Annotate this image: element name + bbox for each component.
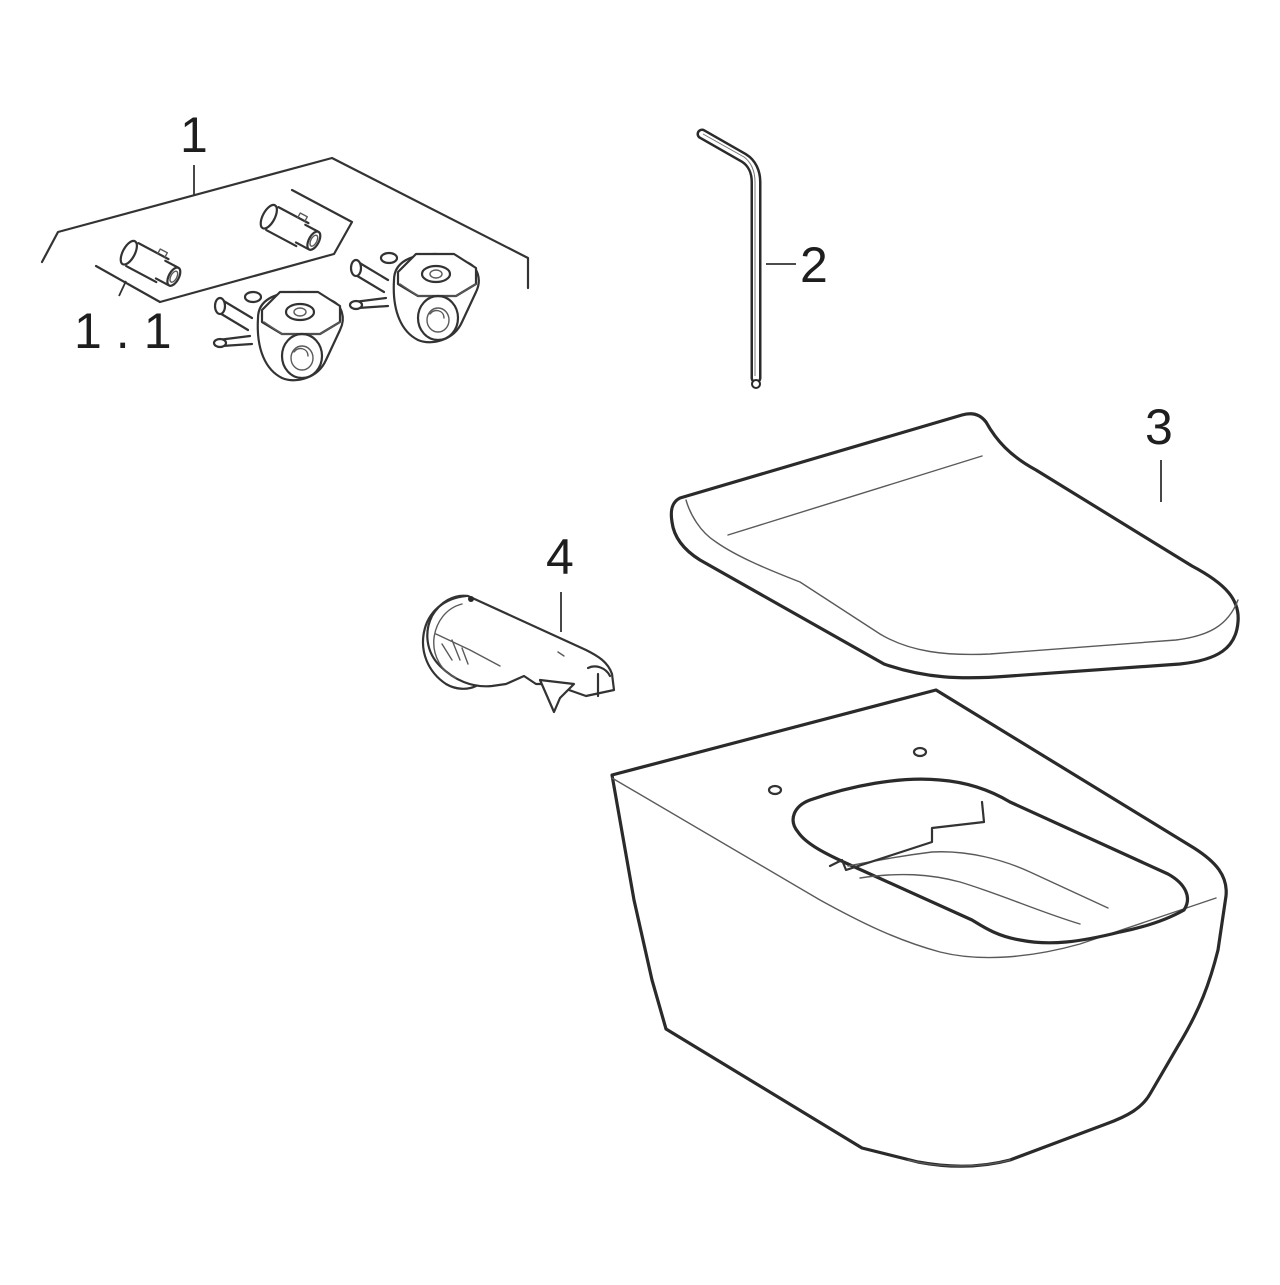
hinge-clamp-icon [212,290,344,382]
hinge-set-bracket [40,156,530,304]
callout-label-4: 4 [546,529,574,585]
callout-label-2: 2 [800,237,828,293]
hinge-cover-icon [421,592,616,714]
wc-seat-lid-icon [669,412,1240,680]
callout-label-3: 3 [1145,399,1173,455]
hex-key-icon [696,128,796,389]
wc-bowl-icon [610,688,1228,1168]
hinge-pin-icon [119,239,182,287]
callout-label-1: 1 [180,107,208,163]
hinge-clamp-icon [348,251,480,344]
hinge-pin-icon [259,203,322,251]
callout-label-1-1: 1.1 [74,303,186,359]
